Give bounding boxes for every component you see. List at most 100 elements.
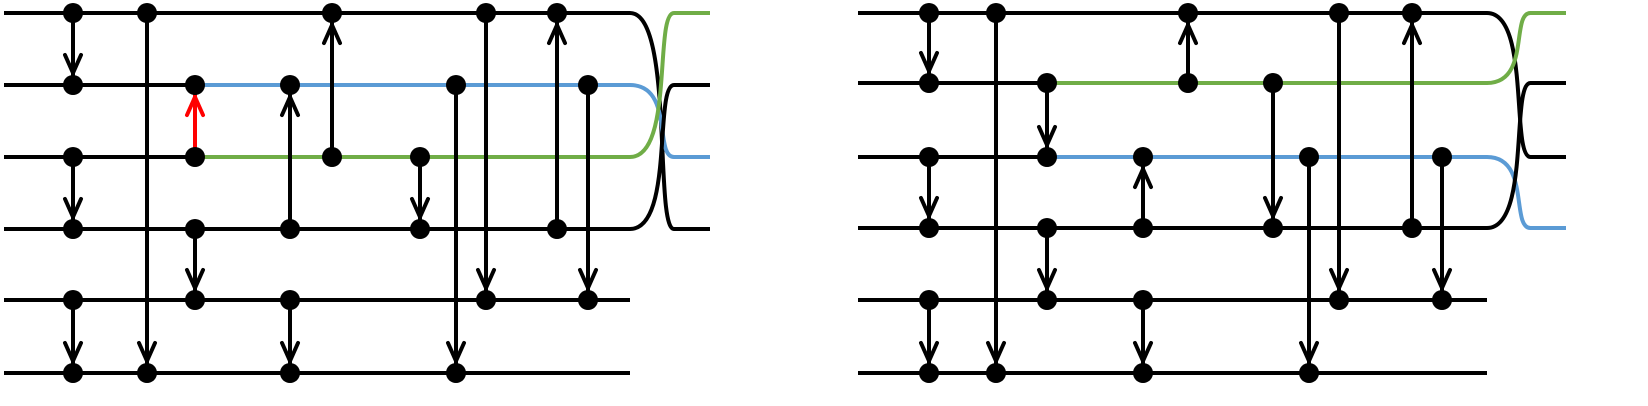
node-dot xyxy=(280,363,300,383)
comparator-gate xyxy=(547,3,567,239)
node-dot xyxy=(919,147,939,167)
node-dot xyxy=(1402,3,1422,23)
comparator-gate xyxy=(1178,3,1198,93)
arrow-head xyxy=(1178,23,1198,45)
comparator-gate xyxy=(1133,147,1153,238)
arrow-head xyxy=(1329,268,1349,290)
arrow-head xyxy=(547,23,567,45)
arrow-head xyxy=(1037,125,1057,147)
node-dot xyxy=(63,147,83,167)
arrow-head xyxy=(1037,268,1057,290)
arrow-head xyxy=(63,53,83,75)
node-dot xyxy=(410,147,430,167)
node-dot xyxy=(1432,290,1452,310)
arrow-head xyxy=(322,23,342,45)
node-dot xyxy=(280,75,300,95)
comparator-gate xyxy=(1263,73,1283,238)
arrow-head xyxy=(476,268,496,290)
node-dot xyxy=(986,363,1006,383)
comparator-gate xyxy=(919,290,939,383)
permutation-strand xyxy=(629,10,710,159)
comparator-gate xyxy=(446,75,466,383)
node-dot xyxy=(1178,3,1198,23)
permutation-strand xyxy=(1486,10,1566,85)
node-dot xyxy=(1329,3,1349,23)
comparator-gate xyxy=(1432,147,1452,310)
comparator-gate xyxy=(410,147,430,239)
arrow-head xyxy=(1402,23,1422,45)
permutation-strand xyxy=(1486,81,1566,230)
node-dot xyxy=(1263,218,1283,238)
arrow-head xyxy=(919,341,939,363)
node-dot xyxy=(322,3,342,23)
node-dot xyxy=(919,218,939,238)
comparator-gate xyxy=(185,219,205,310)
node-dot xyxy=(986,3,1006,23)
arrow-head xyxy=(919,196,939,218)
permutation-strand xyxy=(629,83,710,231)
permutation-strand xyxy=(629,11,710,231)
comparator-gate xyxy=(1402,3,1422,238)
node-dot xyxy=(137,363,157,383)
comparator-gate xyxy=(63,290,83,383)
diagram-right xyxy=(858,3,1566,383)
arrow-head xyxy=(185,95,205,117)
comparator-gate xyxy=(1037,218,1057,310)
node-dot xyxy=(578,290,598,310)
arrow-head xyxy=(410,197,430,219)
node-dot xyxy=(1133,290,1153,310)
node-dot xyxy=(1037,73,1057,93)
node-dot xyxy=(547,3,567,23)
comparator-gate xyxy=(280,290,300,383)
comparator-gate xyxy=(1037,73,1057,167)
node-dot xyxy=(1299,363,1319,383)
node-dot xyxy=(1432,147,1452,167)
arrow-head xyxy=(1299,341,1319,363)
node-dot xyxy=(919,73,939,93)
node-dot xyxy=(63,363,83,383)
node-dot xyxy=(1037,290,1057,310)
arrow-head xyxy=(1432,268,1452,290)
arrow-head xyxy=(280,95,300,117)
node-dot xyxy=(63,219,83,239)
comparator-gate xyxy=(986,3,1006,383)
node-dot xyxy=(446,363,466,383)
node-dot xyxy=(185,147,205,167)
comparator-gate xyxy=(137,3,157,383)
node-dot xyxy=(1133,147,1153,167)
arrow-head xyxy=(63,341,83,363)
node-dot xyxy=(1299,147,1319,167)
node-dot xyxy=(578,75,598,95)
node-dot xyxy=(63,290,83,310)
node-dot xyxy=(1133,363,1153,383)
node-dot xyxy=(476,3,496,23)
node-dot xyxy=(446,75,466,95)
node-dot xyxy=(1263,73,1283,93)
node-dot xyxy=(1178,73,1198,93)
permutation-strand xyxy=(1486,11,1566,159)
comparator-gate xyxy=(919,147,939,238)
node-dot xyxy=(185,219,205,239)
node-dot xyxy=(322,147,342,167)
node-dot xyxy=(185,75,205,95)
permutation-strand xyxy=(1486,155,1566,230)
comparator-gate xyxy=(63,147,83,239)
node-dot xyxy=(63,75,83,95)
comparator-gate xyxy=(919,3,939,93)
node-dot xyxy=(1402,218,1422,238)
node-dot xyxy=(547,219,567,239)
arrow-head xyxy=(919,51,939,73)
arrow-head xyxy=(63,197,83,219)
node-dot xyxy=(63,3,83,23)
node-dot xyxy=(1037,147,1057,167)
node-dot xyxy=(1329,290,1349,310)
comparator-gate xyxy=(578,75,598,310)
node-dot xyxy=(137,3,157,23)
arrow-head xyxy=(280,341,300,363)
node-dot xyxy=(185,290,205,310)
node-dot xyxy=(280,290,300,310)
arrow-head xyxy=(1263,196,1283,218)
arrow-head xyxy=(986,341,1006,363)
